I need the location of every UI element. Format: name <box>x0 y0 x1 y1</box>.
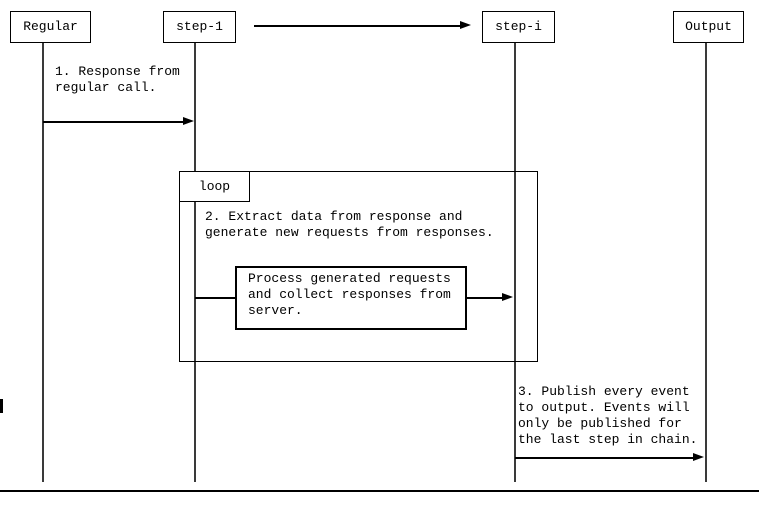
process-box-outgoing-line <box>467 297 503 299</box>
message-2-text: 2. Extract data from response and genera… <box>205 209 494 240</box>
actor-label-output: Output <box>685 19 732 34</box>
actor-label-regular: Regular <box>23 19 78 34</box>
loop-fragment-frame <box>179 171 538 362</box>
lifeline-regular <box>42 43 44 482</box>
arrow-step1-to-stepi-line <box>254 25 461 27</box>
actor-label-step-i: step-i <box>495 19 542 34</box>
lifeline-step-i <box>514 43 516 482</box>
loop-label: loop <box>198 178 231 194</box>
process-box-incoming-line <box>195 297 235 299</box>
message-1-arrow-head-icon <box>183 117 194 125</box>
actor-box-step-1: step-1 <box>163 11 236 43</box>
arrow-step1-to-stepi-head-icon <box>460 21 471 29</box>
message-1-arrow-line <box>43 121 184 123</box>
actor-box-regular: Regular <box>10 11 91 43</box>
message-1-text: 1. Response from regular call. <box>55 64 180 95</box>
message-3-arrow-line <box>515 457 695 459</box>
message-3-text: 3. Publish every event to output. Events… <box>518 384 698 447</box>
lifeline-step-1 <box>194 43 196 482</box>
bottom-border-line <box>0 490 759 492</box>
process-box: Process generated requests and collect r… <box>235 266 467 330</box>
process-box-arrow-head-icon <box>502 293 513 301</box>
loop-label-box: loop <box>179 171 250 202</box>
message-3-arrow-head-icon <box>693 453 704 461</box>
left-edge-mark <box>0 399 3 413</box>
actor-label-step-1: step-1 <box>176 19 223 34</box>
actor-box-output: Output <box>673 11 744 43</box>
actor-box-step-i: step-i <box>482 11 555 43</box>
lifeline-output <box>705 43 707 482</box>
